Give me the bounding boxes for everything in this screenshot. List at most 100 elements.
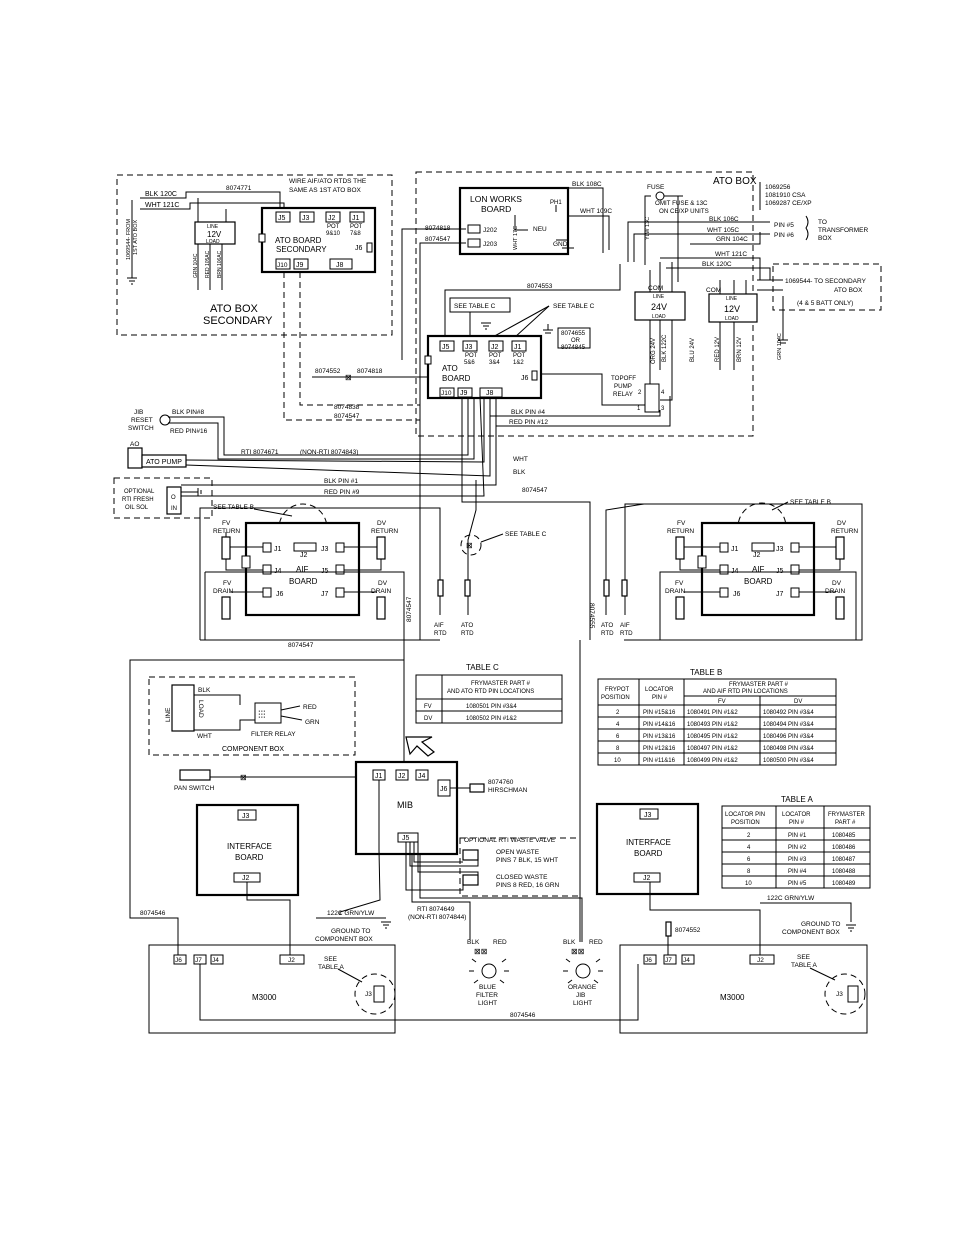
table-a-cell-pin: PIN #1	[788, 833, 807, 839]
if-right-grn-ylw: 122C GRN/YLW	[767, 895, 815, 902]
ato-pump-label: ATO PUMP	[146, 459, 182, 466]
aif-left-dv-drn-1: DV	[378, 580, 388, 587]
table-a-cell-pos: 8	[747, 869, 751, 875]
ato-left-rtd-1: ATO	[461, 622, 473, 629]
aif-left-fv-drn-1: FV	[223, 580, 232, 587]
m-right-see-2: TABLE A	[791, 962, 818, 969]
m-right-j3: J3	[836, 991, 843, 998]
if-right-title-2: BOARD	[634, 849, 663, 858]
see-table-c-2: SEE TABLE C	[553, 303, 595, 310]
interface-board-left: J3 INTERFACE BOARD J2 8074546 122C GRN/Y…	[129, 803, 391, 955]
table-b-h-frypot-1: FRYPOT	[605, 687, 630, 693]
com-24: COM	[648, 285, 663, 292]
m3000-right: J6 J7 J4 J2 SEE TABLE A M3000 J3	[619, 944, 868, 1034]
table-b-cell-dv: 1080494 PIN #3&4	[763, 722, 814, 728]
table-c-cell-val: 1080502 PIN #1&2	[466, 716, 517, 722]
ato-j9: J9	[460, 390, 468, 397]
mib-board: J1 J2 J4 J6 MIB J5 8074760 HIRSCHMAN OPT…	[339, 736, 583, 942]
table-a-h-pin-1: LOCATOR	[782, 812, 811, 818]
relay-pin-2: 2	[638, 390, 642, 396]
pan-x: ⊠	[240, 773, 247, 782]
table-c: TABLE C FRYMASTER PART # AND ATO RTD PIN…	[415, 663, 563, 724]
red-pin-16: RED PIN#16	[170, 428, 208, 435]
sol-letters: O	[171, 495, 176, 501]
if-right-8074552: 8074552	[675, 927, 701, 934]
lights-8074546: 8074546	[510, 1012, 536, 1019]
xfmr-load-label: LOAD	[206, 239, 220, 245]
aif-left-j1: J1	[274, 546, 282, 553]
omit-fuse-1: OMIT FUSE & 13C	[655, 200, 708, 207]
topoff-3: RELAY	[613, 391, 633, 398]
ylw-13c-label: YLW 13C	[645, 217, 651, 240]
pin-5-label: PIN #5	[774, 222, 794, 229]
table-a: TABLE A LOCATOR PIN POSITION LOCATOR PIN…	[721, 795, 871, 889]
m-left-see-1: SEE	[324, 956, 338, 963]
grn-104c: GRN 104C	[716, 236, 748, 243]
aif-left-j6: J6	[276, 591, 284, 598]
table-b-cell-fv: 1080495 PIN #1&2	[687, 734, 738, 740]
table-a-cell-part: 1080488	[832, 869, 856, 875]
aif-right-fv-drn-1: FV	[675, 580, 684, 587]
lon-ph1: PH1	[550, 200, 562, 206]
table-b-cell-fv: 1080497 PIN #1&2	[687, 746, 738, 752]
sec-j2: J2	[328, 215, 336, 222]
non-rti-8074844: (NON-RTI 8074844)	[408, 914, 466, 921]
if-left-grn-ylw: 122C GRN/YLW	[327, 910, 375, 917]
comp-load-label: LOAD	[197, 700, 204, 718]
wht-121c-label: WHT 121C	[145, 202, 180, 209]
ato-j6: J6	[521, 375, 529, 382]
table-b-cell-pos: 8	[616, 746, 620, 752]
topoff-2: PUMP	[614, 383, 632, 390]
table-a-cell-pos: 2	[747, 833, 751, 839]
m-left-title: M3000	[252, 993, 277, 1002]
ato-j10: J10	[441, 390, 452, 397]
m-left-see-2: TABLE A	[318, 964, 345, 971]
table-c-cell-val: 1080501 PIN #3&4	[466, 704, 517, 710]
sec-board-title-2: SECONDARY	[276, 245, 327, 254]
lon-title-2: BOARD	[481, 204, 511, 214]
table-b-cell-pin: PIN #14&16	[643, 722, 676, 728]
wire-8074555: 8074555	[588, 603, 595, 629]
table-b-cell-pin: PIN #12&16	[643, 746, 676, 752]
waste-open-2: PINS 7 BLK, 15 WHT	[496, 857, 558, 864]
mib-j5: J5	[402, 835, 410, 842]
blk-122c: BLK 122C	[662, 334, 668, 362]
ato-j1-pins: 1&2	[513, 360, 524, 366]
wht-17c-label: WHT 17C	[513, 226, 519, 250]
blk-label: BLK	[513, 469, 526, 476]
aif-right-aif: AIF	[752, 565, 765, 574]
omit-fuse-2: ON CE/XP UNITS	[659, 208, 709, 215]
table-a-cell-part: 1080487	[832, 857, 856, 863]
blue-3: LIGHT	[478, 1000, 497, 1007]
wire-8074547-c: 8074547	[522, 487, 548, 494]
from-first-ato-label: 1069544- FROM	[126, 219, 132, 260]
table-b: TABLE B FRYPOT POSITION LOCATOR PIN # FR…	[597, 668, 837, 766]
orange-3: LIGHT	[573, 1000, 592, 1007]
table-a-h-loc-1: LOCATOR PIN	[725, 812, 765, 818]
table-b-cell-pin: PIN #11&16	[643, 758, 676, 764]
comp-line-label: LINE	[165, 707, 172, 722]
table-a-cell-part: 1080486	[832, 845, 856, 851]
relay-pin-4: 4	[661, 390, 665, 396]
m-right-j6: J6	[645, 957, 652, 964]
wire-8074771: 8074771	[226, 185, 252, 192]
orange-1: ORANGE	[568, 984, 597, 991]
com-12: COM	[706, 287, 721, 294]
table-c-cell-pos: FV	[424, 704, 432, 710]
to-transformer-1: TO	[818, 219, 827, 226]
lon-j202: J202	[483, 227, 497, 234]
if-right-j2: J2	[643, 875, 651, 882]
wire-8074547-b: 8074547	[334, 413, 360, 420]
jib-2: RESET	[131, 417, 153, 424]
indicator-lights: BLK RED ⊠⊠ BLUE FILTER LIGHT BLK RED ⊠⊠ …	[467, 939, 603, 1007]
wire-8074552-a: 8074552	[315, 368, 341, 375]
ato-right-rtd-2: RTD	[601, 630, 614, 637]
sec-j1-pins: 7&8	[350, 231, 361, 237]
part-1069256: 1069256	[765, 184, 791, 191]
blk-pin-4: BLK PIN #4	[511, 409, 545, 416]
ato-j2-pot: POT	[489, 353, 502, 359]
aif-left-8074547-v: 8074547	[406, 596, 413, 622]
table-b-cell-pin: PIN #13&16	[643, 734, 676, 740]
table-c-head-1: FRYMASTER PART #	[471, 681, 531, 687]
